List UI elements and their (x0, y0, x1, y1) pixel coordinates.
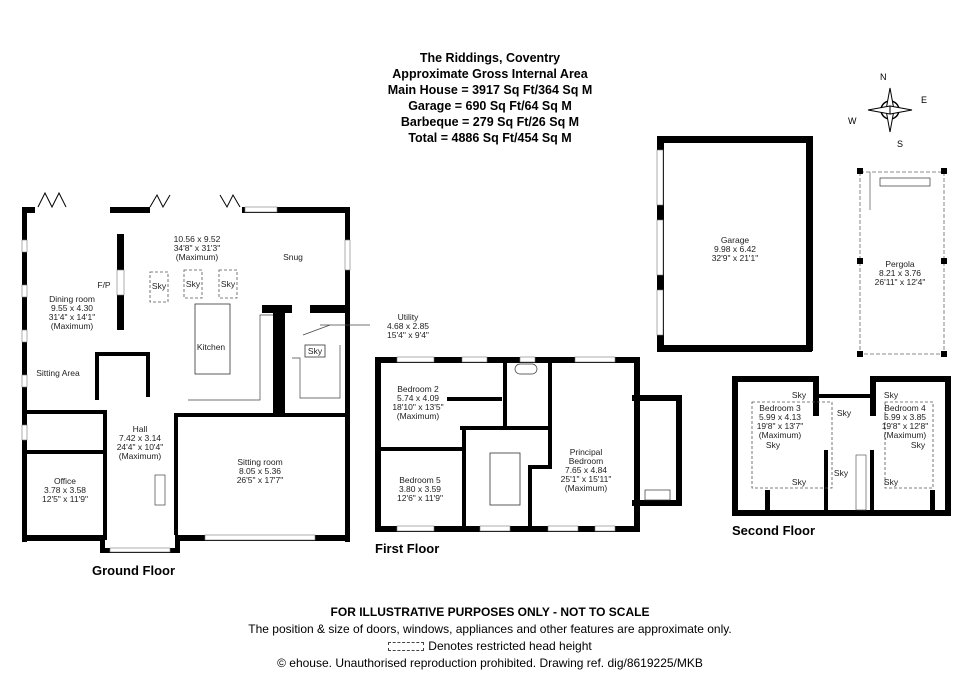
sitting-room-label: Sitting room (237, 457, 282, 467)
approximation-note: The position & size of doors, windows, a… (248, 622, 732, 636)
utility-imperial: 15'4" x 9'4" (387, 330, 429, 340)
skylight-label: Sky (152, 281, 167, 291)
bedroom-4-label: Bedroom 4 (884, 403, 926, 413)
bedroom-2-label: Bedroom 2 (397, 384, 439, 394)
bedroom-2-maximum: (Maximum) (397, 411, 440, 421)
sitting-room-imperial: 26'5" x 17'7" (237, 475, 284, 485)
bedroom-2-metric: 5.74 x 4.09 (397, 393, 439, 403)
sitting-area-label: Sitting Area (36, 368, 80, 378)
bedroom-4-imperial: 19'8" x 12'8" (882, 421, 929, 431)
snug-label: Snug (283, 252, 303, 262)
garage-imperial: 32'9" x 21'1" (712, 253, 759, 263)
utility-metric: 4.68 x 2.85 (387, 321, 429, 331)
dining-room-imperial: 31'4" x 14'1" (49, 312, 96, 322)
footer: FOR ILLUSTRATIVE PURPOSES ONLY - NOT TO … (0, 604, 980, 672)
skylight-label: Sky (792, 390, 807, 400)
disclaimer: FOR ILLUSTRATIVE PURPOSES ONLY - NOT TO … (330, 605, 650, 619)
restricted-height-legend: Denotes restricted head height (0, 638, 980, 655)
principal-bedroom-maximum: (Maximum) (565, 483, 608, 493)
skylight-label: Sky (834, 468, 849, 478)
restricted-height-text: Denotes restricted head height (428, 639, 592, 653)
bedroom-5-metric: 3.80 x 3.59 (399, 484, 441, 494)
compass-s: S (897, 139, 903, 149)
principal-bedroom-label-2: Bedroom (569, 456, 604, 466)
office-label: Office (54, 476, 76, 486)
open-plan-dimensions-metric: 10.56 x 9.52 (174, 234, 221, 244)
garage-label: Garage (721, 235, 750, 245)
garage-metric: 9.98 x 6.42 (714, 244, 756, 254)
pergola-imperial: 26'11" x 12'4" (875, 277, 926, 287)
fireplace-label: F/P (97, 280, 111, 290)
office-imperial: 12'5" x 11'9" (42, 494, 88, 504)
utility-label: Utility (398, 312, 420, 322)
dining-room-metric: 9.55 x 4.30 (51, 303, 93, 313)
bedroom-4-maximum: (Maximum) (884, 430, 927, 440)
bedroom-5-label: Bedroom 5 (399, 475, 441, 485)
compass-e: E (921, 95, 927, 105)
restricted-height-swatch (388, 642, 425, 652)
principal-bedroom-imperial: 25'1" x 15'11" (561, 474, 612, 484)
barbeque-area: Barbeque = 279 Sq Ft/26 Sq M (400, 115, 580, 129)
main-house-area: Main House = 3917 Sq Ft/364 Sq M (387, 83, 593, 97)
office-metric: 3.78 x 3.58 (44, 485, 86, 495)
hall-imperial: 24'4" x 10'4" (117, 442, 164, 452)
garage-area: Garage = 690 Sq Ft/64 Sq M (408, 99, 572, 113)
bedroom-4-metric: 5.99 x 3.85 (884, 412, 926, 422)
skylight-label: Sky (792, 477, 807, 487)
hall-metric: 7.42 x 3.14 (119, 433, 161, 443)
pergola-plan: Pergola 8.21 x 3.76 26'11" x 12'4" (857, 168, 947, 357)
open-plan-maximum: (Maximum) (176, 252, 219, 262)
skylight-label: Sky (186, 279, 201, 289)
bedroom-3-maximum: (Maximum) (759, 430, 802, 440)
second-floor-title: Second Floor (732, 523, 815, 538)
hall-maximum: (Maximum) (119, 451, 162, 461)
skylight-label: Sky (766, 440, 781, 450)
bedroom-2-imperial: 18'10" x 13'5" (392, 402, 443, 412)
skylight-label: Sky (308, 346, 323, 356)
compass-n: N (880, 72, 887, 82)
compass-w: W (848, 116, 857, 126)
skylight-label: Sky (911, 440, 926, 450)
hall-label: Hall (133, 424, 148, 434)
skylight-label: Sky (884, 477, 899, 487)
open-plan-dimensions-imperial: 34'8" x 31'3" (174, 243, 221, 253)
second-floor-plan: Sky Sky Sky Sky Sky Sky Sky Sky Bedroom … (732, 376, 951, 538)
copyright: © ehouse. Unauthorised reproduction proh… (277, 656, 703, 670)
dining-room-label: Dining room (49, 294, 95, 304)
kitchen-label: Kitchen (197, 342, 226, 352)
ground-floor-plan: 10.56 x 9.52 34'8" x 31'3" (Maximum) Snu… (21, 191, 429, 578)
first-floor-title: First Floor (375, 541, 439, 556)
sitting-room-metric: 8.05 x 5.36 (239, 466, 281, 476)
skylight-label: Sky (221, 279, 236, 289)
bedroom-3-imperial: 19'8" x 13'7" (757, 421, 804, 431)
principal-bedroom-metric: 7.65 x 4.84 (565, 465, 607, 475)
skylight-label: Sky (837, 408, 852, 418)
ground-floor-title: Ground Floor (92, 563, 175, 578)
total-area: Total = 4886 Sq Ft/454 Sq M (408, 131, 572, 145)
skylight-label: Sky (884, 390, 899, 400)
first-floor-plan: Bedroom 2 5.74 x 4.09 18'10" x 13'5" (Ma… (375, 356, 682, 556)
area-subtitle: Approximate Gross Internal Area (392, 67, 588, 81)
garage-plan: Garage 9.98 x 6.42 32'9" x 21'1" (656, 136, 813, 352)
pergola-label: Pergola (885, 259, 915, 269)
property-title: The Riddings, Coventry (419, 51, 561, 65)
bedroom-5-imperial: 12'6" x 11'9" (397, 493, 443, 503)
principal-bedroom-label: Principal (570, 447, 603, 457)
area-summary: The Riddings, Coventry Approximate Gross… (300, 50, 680, 146)
pergola-metric: 8.21 x 3.76 (879, 268, 921, 278)
bedroom-3-metric: 5.99 x 4.13 (759, 412, 801, 422)
compass-icon: N E S W (848, 72, 927, 149)
bedroom-3-label: Bedroom 3 (759, 403, 801, 413)
dining-room-maximum: (Maximum) (51, 321, 94, 331)
